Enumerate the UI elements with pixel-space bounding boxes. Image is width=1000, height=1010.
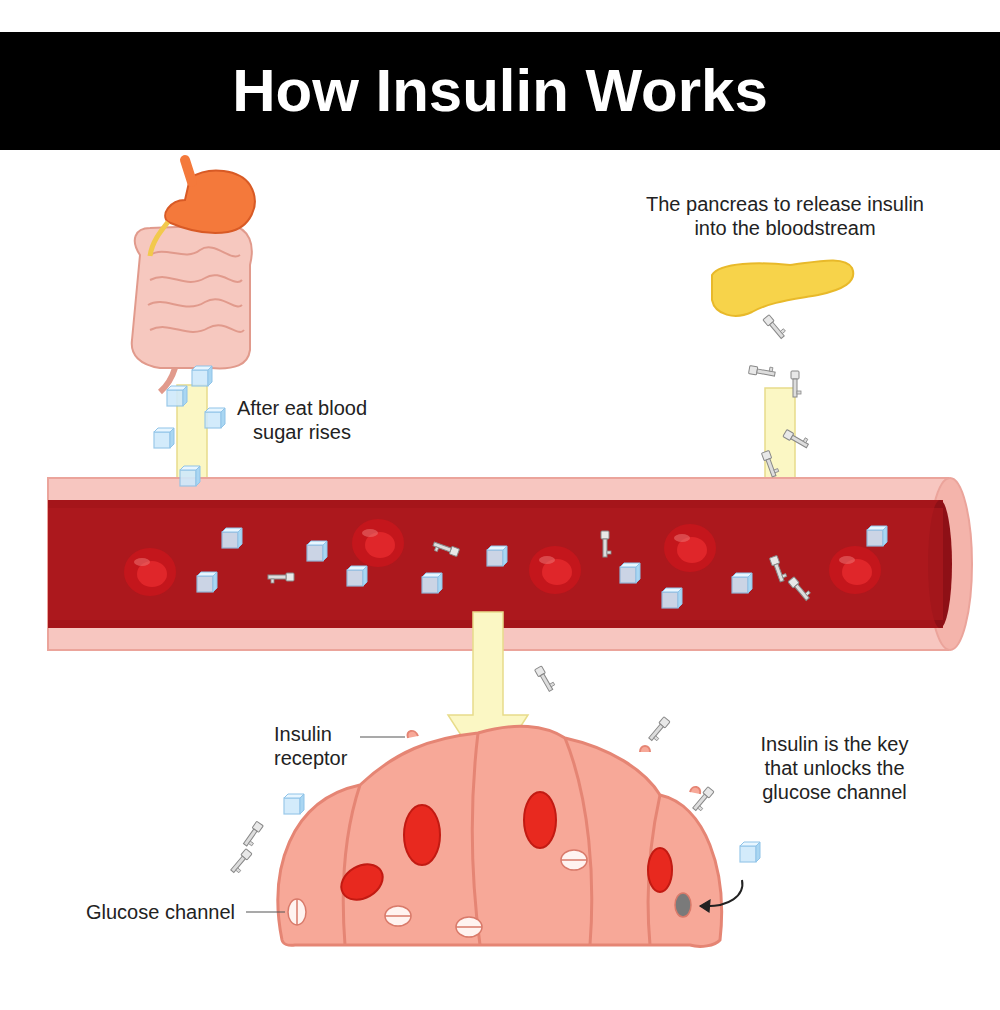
annotation-label: After eat blood sugar rises — [222, 396, 382, 444]
annotation-label: The pancreas to release insulin into the… — [645, 192, 925, 240]
title: How Insulin Works — [0, 32, 1000, 150]
annotation-label: Insulin is the key that unlocks the gluc… — [742, 732, 927, 804]
pancreas — [712, 260, 853, 315]
annotation-label: Insulin receptor — [274, 722, 364, 770]
blood-vessel — [48, 478, 972, 650]
digestive-organs — [132, 160, 255, 392]
annotation-label: Glucose channel — [86, 900, 246, 924]
